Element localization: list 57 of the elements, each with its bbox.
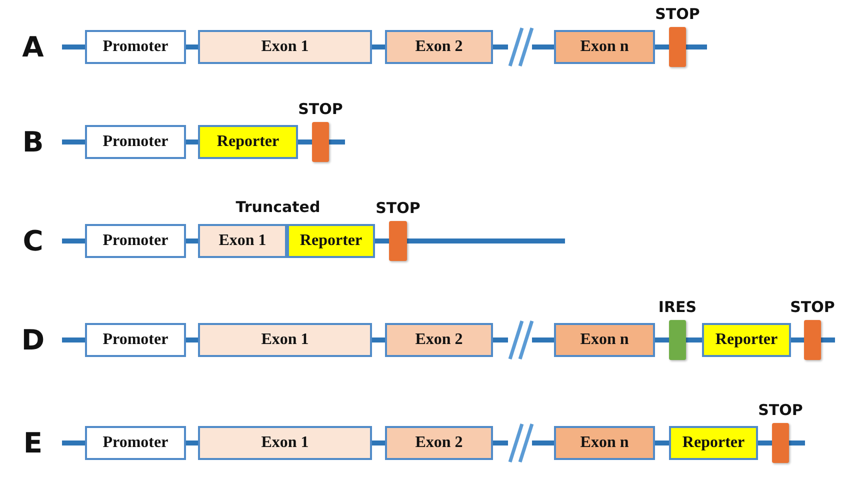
reporter-box: Reporter — [198, 125, 298, 159]
reporter-box: Reporter — [669, 426, 758, 460]
dna-strand-line — [298, 140, 312, 144]
stop-label: STOP — [790, 298, 835, 316]
dna-strand-line — [186, 140, 198, 144]
dna-strand-line — [186, 440, 198, 446]
dna-strand-line — [62, 338, 85, 342]
dna-strand-line — [821, 338, 835, 342]
dna-strand-line — [329, 140, 345, 144]
dna-strand-line — [62, 238, 85, 244]
dna-strand-line — [62, 140, 85, 144]
dna-strand-line — [686, 44, 707, 50]
stop-label: STOP — [655, 5, 700, 23]
promoter-box: Promoter — [85, 224, 186, 258]
dna-strand-line — [407, 238, 565, 244]
row-letter: D — [21, 324, 45, 356]
row-letter: B — [22, 126, 44, 158]
promoter-box: Promoter — [85, 125, 186, 159]
dna-strand-line — [372, 440, 385, 446]
dna-strand-line — [686, 338, 702, 342]
exon-box: Exon n — [554, 426, 655, 460]
dna-strand-line — [758, 440, 772, 446]
dna-strand-line — [655, 440, 669, 446]
reporter-box: Reporter — [702, 323, 791, 357]
row-letter: A — [22, 30, 44, 64]
dna-strand-line — [186, 44, 198, 50]
row-letter: E — [23, 426, 43, 460]
stop-label: STOP — [376, 199, 420, 217]
dna-strand-line — [186, 238, 198, 244]
dna-strand-line — [375, 238, 389, 244]
exon-box: Exon n — [554, 323, 655, 357]
exon-box: Exon 2 — [385, 30, 493, 64]
annotation-text: Truncated — [236, 198, 320, 216]
dna-strand-line — [62, 44, 85, 50]
exon-box: Exon n — [554, 30, 655, 64]
exon-box: Exon 1 — [198, 30, 372, 64]
exon-box: Exon 2 — [385, 426, 493, 460]
exon-box: Exon 1 — [198, 224, 287, 258]
dna-strand-line — [372, 338, 385, 342]
promoter-box: Promoter — [85, 30, 186, 64]
stop-label: STOP — [298, 100, 343, 118]
dna-strand-line — [186, 338, 198, 342]
exon-box: Exon 2 — [385, 323, 493, 357]
promoter-box: Promoter — [85, 323, 186, 357]
dna-strand-line — [655, 44, 669, 50]
dna-strand-line — [655, 338, 669, 342]
exon-box: Exon 1 — [198, 323, 372, 357]
stop-label: STOP — [758, 401, 803, 419]
row-letter: C — [22, 224, 44, 258]
dna-strand-line — [791, 338, 804, 342]
exon-box: Exon 1 — [198, 426, 372, 460]
promoter-box: Promoter — [85, 426, 186, 460]
reporter-box: Reporter — [287, 224, 375, 258]
dna-strand-line — [372, 44, 385, 50]
ires-label: IRES — [658, 298, 697, 316]
dna-strand-line — [62, 440, 85, 446]
dna-strand-line — [789, 440, 805, 446]
